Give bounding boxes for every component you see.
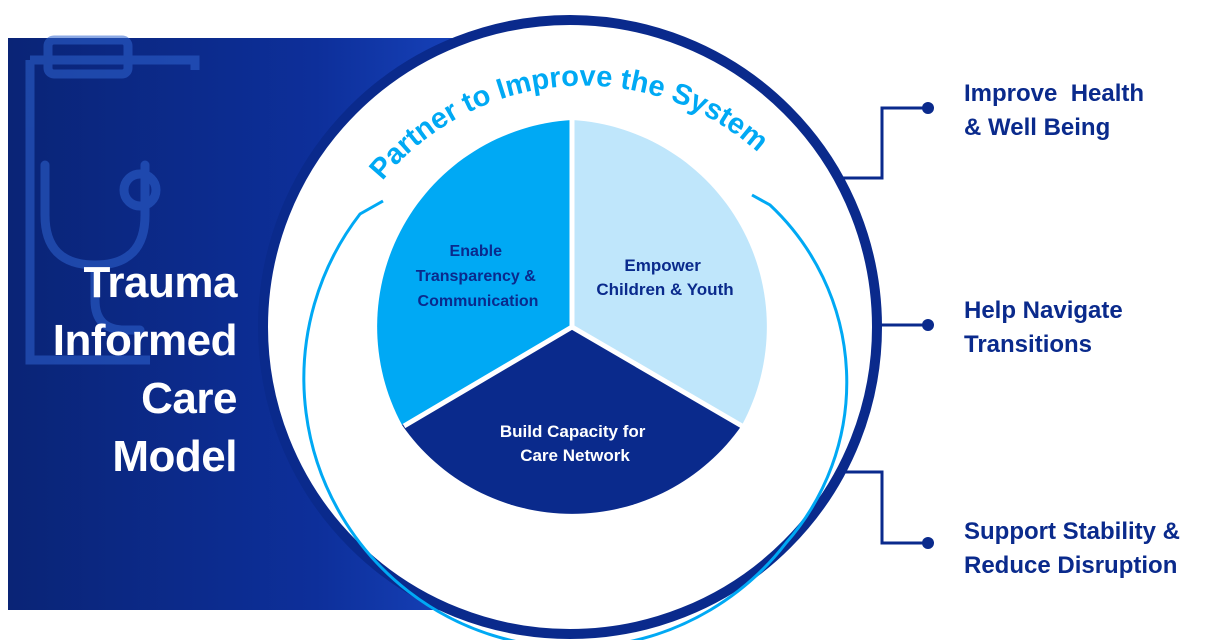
outcome-improve-health: Improve Health & Well Being [964, 77, 1144, 145]
outcome-support-stability: Support Stability & Reduce Disruption [964, 515, 1180, 583]
outcome-line: Reduce Disruption [964, 552, 1178, 579]
segment-empower-children [572, 120, 767, 425]
segment-label-right: Empower Children & Youth [596, 256, 733, 299]
segment-label-left: Enable Transparency & Communication [416, 243, 541, 310]
segment-build-capacity [402, 327, 742, 514]
outcome-line: Improve Health [964, 80, 1145, 107]
outcome-line: Support Stability & [964, 518, 1180, 545]
title-line-4: Model [112, 432, 237, 481]
segment-dividers [402, 118, 744, 429]
stethoscope-icon [40, 160, 161, 335]
connector-lines [842, 106, 926, 545]
title-line-1: Trauma [83, 258, 237, 307]
clipboard-icon [25, 35, 200, 365]
title-line-3: Care [141, 374, 237, 423]
inner-bracket-arc [302, 193, 849, 640]
title-line-2: Informed [52, 316, 238, 365]
connector-dots [922, 102, 934, 549]
segment-label-bottom: Build Capacity for Care Network [500, 422, 650, 465]
outcome-line: & Well Being [964, 114, 1111, 141]
outcome-line: Help Navigate [964, 297, 1123, 324]
outcome-help-navigate: Help Navigate Transitions [964, 294, 1123, 362]
segment-enable-transparency [377, 120, 572, 425]
outcome-line: Transitions [964, 331, 1093, 358]
